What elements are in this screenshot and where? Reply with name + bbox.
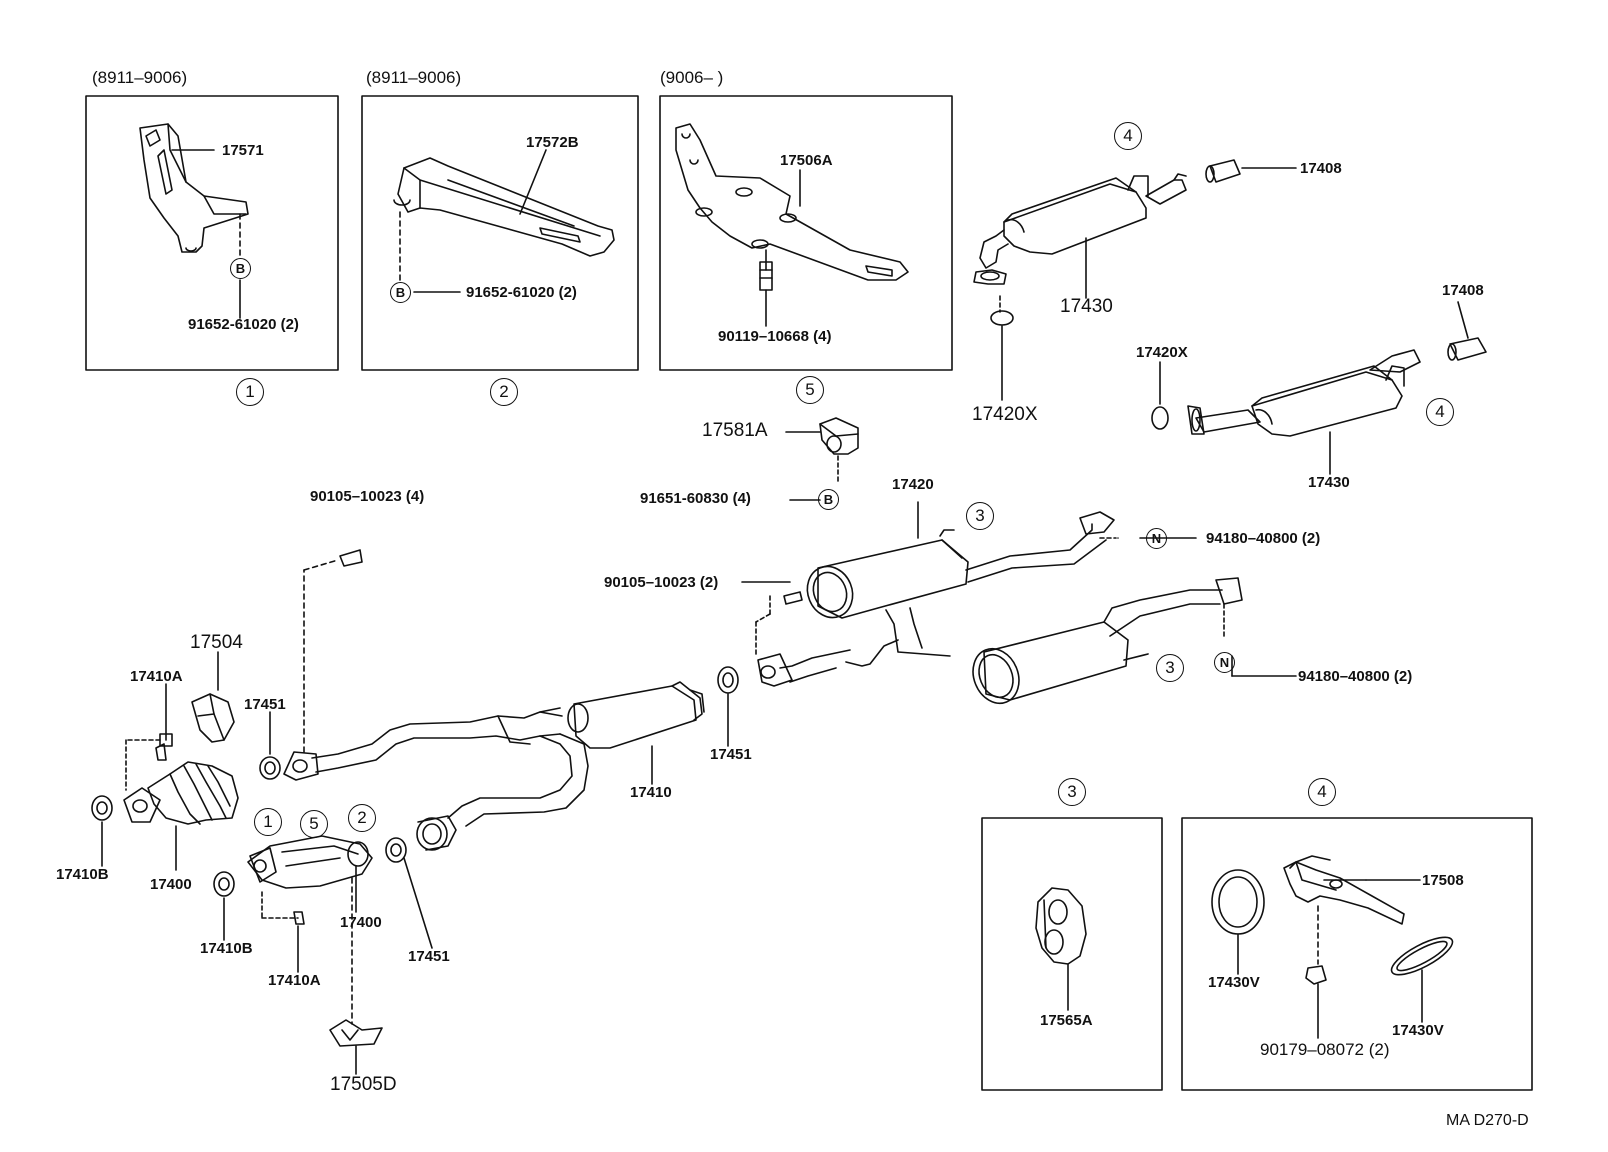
bracket-17571-illustration	[139, 123, 249, 319]
marker-b-box1: B	[230, 258, 251, 279]
crossmember-17506a-illustration	[675, 123, 909, 327]
part-17565a: 17565A	[1040, 1012, 1093, 1029]
part-17420x-upper: 17420X	[972, 404, 1038, 425]
marker-n-lower: N	[1214, 652, 1235, 673]
gasket-17420x-a	[990, 310, 1014, 326]
part-17410a-lower: 17410A	[268, 972, 321, 989]
part-17504: 17504	[190, 632, 243, 653]
part-17430-upper: 17430	[1060, 296, 1113, 317]
gasket-17410b-a	[91, 795, 113, 821]
heat-shield-17505d-illustration	[329, 1019, 383, 1075]
inset-frame-5	[659, 95, 953, 371]
hanger-17508-illustration	[1211, 855, 1454, 1039]
heat-shield-17504-illustration	[191, 651, 235, 743]
hanger-17581a-illustration	[785, 417, 859, 501]
gasket-17451-c	[385, 837, 407, 863]
part-17571: 17571	[222, 142, 264, 159]
inset-frame-2	[361, 95, 639, 371]
part-17400-left: 17400	[150, 876, 192, 893]
callout-2-main: 2	[348, 804, 376, 832]
part-17430v-right: 17430V	[1392, 1022, 1444, 1039]
callout-4-inset: 4	[1308, 778, 1336, 806]
part-17451-left: 17451	[244, 696, 286, 713]
inset-frame-4	[1181, 817, 1533, 1091]
part-17430v-left: 17430V	[1208, 974, 1260, 991]
part-17451-lower: 17451	[408, 948, 450, 965]
gasket-17410b-b	[213, 871, 235, 897]
part-17581a: 17581A	[702, 420, 768, 441]
part-17420: 17420	[892, 476, 934, 493]
catalytic-converter-17400-a-illustration	[123, 739, 239, 871]
inset-frame-3	[981, 817, 1163, 1091]
part-17410: 17410	[630, 784, 672, 801]
part-17400-right: 17400	[340, 914, 382, 931]
part-17430-lower: 17430	[1308, 474, 1350, 491]
part-17410b-lower: 17410B	[200, 940, 253, 957]
bracket-17572b-illustration	[393, 149, 615, 293]
part-91652-61020-box1: 91652-61020 (2)	[188, 316, 299, 333]
callout-4-upper: 4	[1114, 122, 1142, 150]
part-91652-61020-box2: 91652-61020 (2)	[466, 284, 577, 301]
callout-3-upper: 3	[966, 502, 994, 530]
part-94180-40800-lower: 94180–40800 (2)	[1298, 668, 1413, 685]
part-90119-10668: 90119–10668 (4)	[718, 328, 832, 345]
tail-muffler-17430-a-illustration	[973, 159, 1297, 313]
inset-frame-1	[85, 95, 339, 371]
part-17506a: 17506A	[780, 152, 833, 169]
callout-4-lower: 4	[1426, 398, 1454, 426]
part-17505d: 17505D	[330, 1074, 397, 1095]
callout-5: 5	[796, 376, 824, 404]
center-pipe-17410-illustration	[283, 549, 705, 851]
tail-muffler-17430-b-illustration	[1187, 301, 1487, 475]
gasket-17451-a	[259, 756, 281, 780]
range-label-box5: (9006– )	[660, 68, 724, 87]
catalytic-converter-17400-b-illustration	[247, 835, 373, 1025]
part-17408-upper: 17408	[1300, 160, 1342, 177]
part-17508: 17508	[1422, 872, 1464, 889]
marker-n-upper: N	[1146, 528, 1167, 549]
part-17410a-upper: 17410A	[130, 668, 183, 685]
part-17408-lower: 17408	[1442, 282, 1484, 299]
marker-b-hanger: B	[818, 489, 839, 510]
gasket-17420x-b	[1151, 406, 1169, 430]
callout-1-main: 1	[254, 808, 282, 836]
part-17420x-lower: 17420X	[1136, 344, 1188, 361]
part-90179-08072: 90179–08072 (2)	[1260, 1040, 1390, 1059]
part-90105-10023-2: 90105–10023 (2)	[604, 574, 719, 591]
callout-3-lower: 3	[1156, 654, 1184, 682]
diagram-reference-code: MA D270-D	[1446, 1112, 1529, 1129]
gasket-17451-b	[717, 666, 739, 694]
range-label-box2: (8911–9006)	[366, 68, 462, 87]
part-17410b-left: 17410B	[56, 866, 109, 883]
part-17572b: 17572B	[526, 134, 579, 151]
range-label-box1: (8911–9006)	[92, 68, 188, 87]
callout-1: 1	[236, 378, 264, 406]
main-muffler-17420-illustration	[757, 501, 1243, 705]
callout-3-inset: 3	[1058, 778, 1086, 806]
marker-b-box2: B	[390, 282, 411, 303]
part-90105-10023-4: 90105–10023 (4)	[310, 488, 425, 505]
part-91651-60830: 91651-60830 (4)	[640, 490, 751, 507]
callout-5-main: 5	[300, 810, 328, 838]
part-94180-40800-upper: 94180–40800 (2)	[1206, 530, 1321, 547]
insulator-17565a-illustration	[1035, 887, 1087, 1011]
part-17451-mid: 17451	[710, 746, 752, 763]
callout-2: 2	[490, 378, 518, 406]
